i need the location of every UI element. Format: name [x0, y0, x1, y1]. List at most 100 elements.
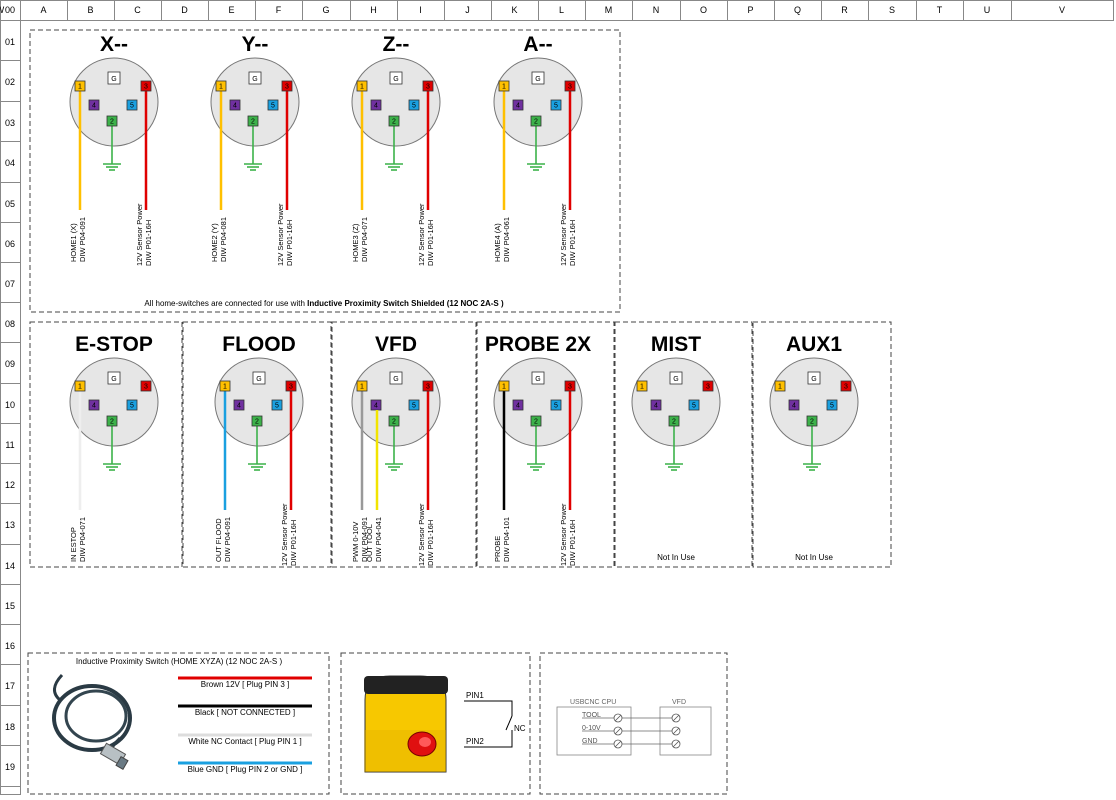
wire-label-line: DIW P04-101: [502, 517, 511, 562]
pin-label: 3: [844, 384, 848, 391]
pin-label: 5: [275, 403, 279, 410]
prox-wire-label: Brown 12V [ Plug PIN 3 ]: [201, 680, 290, 689]
connector-title: AUX1: [786, 333, 842, 356]
connector-body: [69, 357, 159, 447]
connector-title: E-STOP: [75, 333, 153, 356]
connector-title: VFD: [375, 333, 417, 356]
pin-label: 1: [502, 84, 506, 91]
prox-wire-label: White NC Contact [ Plug PIN 1 ]: [188, 737, 301, 746]
connector-body: [210, 57, 300, 147]
column-label: J: [465, 5, 470, 15]
pin-3: [281, 80, 293, 92]
vfd-right-title: VFD: [672, 699, 686, 706]
corner-label: 00: [5, 5, 15, 15]
wire-label-line: 12V Sensor Power: [276, 203, 285, 266]
pin-1: [498, 380, 510, 392]
bottom-panels: Inductive Proximity Switch (HOME XYZA) (…: [52, 657, 712, 774]
column-label: O: [700, 5, 707, 15]
estop-pin1-label: PIN1: [466, 691, 484, 700]
wire-label-line: PROBE: [493, 536, 502, 562]
pin-label: 4: [374, 403, 378, 410]
terminal-icon: [614, 714, 622, 722]
connector-body: [214, 357, 304, 447]
connector-title: Z--: [383, 33, 410, 56]
column-label: G: [322, 5, 329, 15]
pin-2: [106, 415, 118, 427]
pin-g: [389, 71, 403, 85]
pin-3: [564, 380, 576, 392]
pin-g: [248, 71, 262, 85]
row-label: 01: [5, 37, 15, 47]
pin-g: [107, 71, 121, 85]
pin-label: G: [111, 76, 116, 83]
estop-contact: [505, 715, 513, 731]
pin-label: 3: [144, 384, 148, 391]
pin-g: [531, 71, 545, 85]
column-label: S: [889, 5, 895, 15]
pin-label: 5: [554, 103, 558, 110]
pin-1: [498, 80, 510, 92]
estop-line-top: [464, 700, 513, 716]
pin-label: 1: [640, 384, 644, 391]
pin-label: G: [535, 76, 540, 83]
pin-label: 3: [285, 84, 289, 91]
pin-5: [688, 399, 700, 411]
pin-3: [422, 80, 434, 92]
estop-housing-top: [364, 676, 448, 694]
wire-label-line: HOME4 (A): [493, 223, 502, 262]
estop-frame: [29, 321, 183, 568]
pin-label: 4: [237, 403, 241, 410]
wire-label-line: 12V Sensor Power: [417, 503, 426, 566]
pin-label: 1: [223, 384, 227, 391]
terminal-icon: [672, 714, 680, 722]
pin-5: [271, 399, 283, 411]
column-label: F: [276, 5, 282, 15]
column-label: T: [937, 5, 943, 15]
wire-label-line: DIW P01-16H: [144, 220, 153, 266]
wire-label-line: DIW P01-16H: [568, 220, 577, 266]
wire-label-line: DIW P01-16H: [426, 520, 435, 566]
row-label: 07: [5, 279, 15, 289]
prox-wire-label: Black [ NOT CONNECTED ]: [195, 708, 295, 717]
terminal-icon: [614, 740, 622, 748]
column-label: C: [134, 5, 141, 15]
pin-g: [389, 371, 403, 385]
column-label: U: [984, 5, 991, 15]
column-header-bar: [0, 0, 1114, 21]
row-label: 17: [5, 681, 15, 691]
wire-label: HOME2 (Y)DIW P04-081: [210, 217, 228, 262]
row-label: 18: [5, 722, 15, 732]
flood-frame: [182, 321, 332, 568]
wire-label-line: DIW P01-16H: [285, 220, 294, 266]
pin-label: 5: [271, 103, 275, 110]
pin-label: 2: [392, 119, 396, 126]
pin-4: [233, 399, 245, 411]
pin-label: 2: [255, 419, 259, 426]
pin-1: [74, 80, 86, 92]
row-label: 11: [5, 440, 14, 450]
column-label: P: [747, 5, 753, 15]
pin-2: [530, 415, 542, 427]
wire-label: HOME4 (A)DIW P04-061: [493, 217, 511, 262]
pin-g: [107, 371, 121, 385]
estop-line-bottom: [464, 730, 513, 748]
pin-2: [530, 115, 542, 127]
connector-body: [493, 57, 583, 147]
pin-label: 3: [289, 384, 293, 391]
connector-body: [351, 357, 441, 447]
pin-5: [826, 399, 838, 411]
